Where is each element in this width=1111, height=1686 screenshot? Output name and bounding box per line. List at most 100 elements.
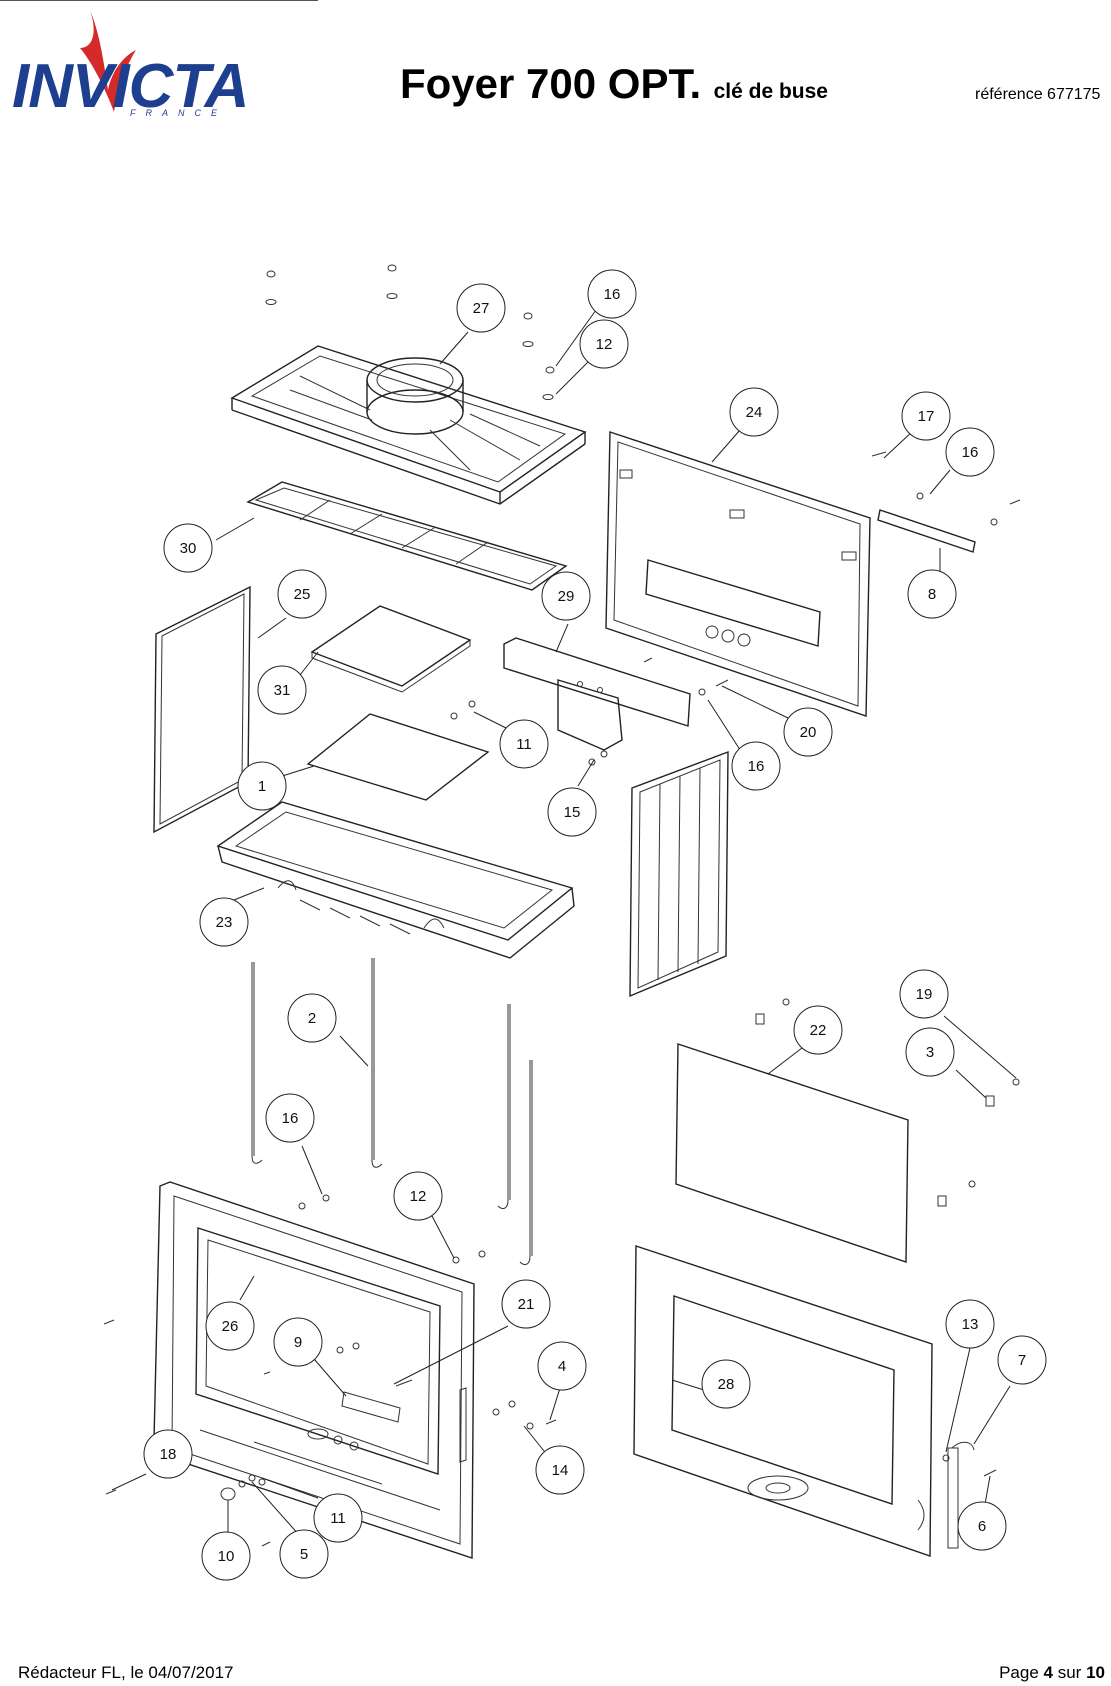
- callout-leaders: [111, 309, 1017, 1537]
- callout-number: 25: [294, 586, 311, 603]
- callout-number: 6: [978, 1518, 986, 1535]
- title-main: Foyer 700 OPT.: [400, 60, 702, 107]
- callout-12: 12: [579, 319, 629, 369]
- callout-circle: [899, 969, 949, 1019]
- part-22-glass: [675, 998, 976, 1263]
- callout-circle: [907, 569, 957, 619]
- callout-21: 21: [501, 1279, 551, 1329]
- callout-number: 13: [962, 1316, 979, 1333]
- callout-31: 31: [257, 665, 307, 715]
- callout-circle: [793, 1005, 843, 1055]
- callout-17: 17: [901, 391, 951, 441]
- callout-16: 16: [731, 741, 781, 791]
- callout-number: 20: [800, 724, 817, 741]
- side-grid-panel: [629, 750, 729, 998]
- callout-number: 4: [558, 1358, 566, 1375]
- callout-number: 19: [916, 986, 933, 1003]
- callout-16: 16: [265, 1093, 315, 1143]
- callout-11: 11: [499, 719, 549, 769]
- callout-circle: [201, 1531, 251, 1581]
- callout-5: 5: [279, 1529, 329, 1579]
- callout-circle: [287, 993, 337, 1043]
- callout-number: 5: [300, 1546, 308, 1563]
- callout-circle: [257, 665, 307, 715]
- page-total: 10: [1086, 1663, 1105, 1682]
- part-1-plate: [306, 713, 490, 801]
- page-mid: sur: [1057, 1663, 1082, 1682]
- part-19-3-clips: [985, 1078, 1020, 1107]
- callout-circle: [731, 741, 781, 791]
- invicta-logo: INVICTA FRANCE: [8, 4, 318, 122]
- part-30-grille: [246, 481, 568, 591]
- callout-number: 16: [962, 444, 979, 461]
- callout-circle: [547, 787, 597, 837]
- callout-3: 3: [905, 1027, 955, 1077]
- callout-11: 11: [313, 1493, 363, 1543]
- callout-10: 10: [201, 1531, 251, 1581]
- callout-circle: [997, 1335, 1047, 1385]
- callout-circle: [501, 1279, 551, 1329]
- callout-number: 29: [558, 588, 575, 605]
- part-27-top-plate: [230, 345, 587, 505]
- callout-number: 12: [410, 1188, 427, 1205]
- callout-circle: [535, 1445, 585, 1495]
- callout-number: 26: [222, 1318, 239, 1335]
- page-current: 4: [1043, 1663, 1053, 1682]
- top-hardware: [265, 264, 555, 400]
- callout-number: 2: [308, 1010, 316, 1027]
- part-28-door: [633, 1245, 933, 1557]
- callout-9: 9: [273, 1317, 323, 1367]
- callout-circle: [163, 523, 213, 573]
- callout-number: 21: [518, 1296, 535, 1313]
- callout-circle: [237, 761, 287, 811]
- callout-number: 10: [218, 1548, 235, 1565]
- callout-19: 19: [899, 969, 949, 1019]
- callout-number: 12: [596, 336, 613, 353]
- callout-circle: [701, 1359, 751, 1409]
- callout-circle: [905, 1027, 955, 1077]
- part-31-plate: [310, 605, 472, 693]
- callout-circle: [499, 719, 549, 769]
- callout-number: 18: [160, 1446, 177, 1463]
- callout-circle: [205, 1301, 255, 1351]
- callout-25: 25: [277, 569, 327, 619]
- callout-circle: [945, 427, 995, 477]
- title-subtitle: clé de buse: [713, 80, 828, 103]
- part-24-back-panel: [605, 431, 871, 717]
- callout-circle: [783, 707, 833, 757]
- callout-number: 31: [274, 682, 291, 699]
- author-line: Rédacteur FL, le 04/07/2017: [18, 1663, 234, 1682]
- part-26-front-frame: [153, 1181, 475, 1559]
- callout-circle: [143, 1429, 193, 1479]
- reference-number: référence 677175: [975, 86, 1101, 103]
- page-prefix: Page: [999, 1663, 1039, 1682]
- callout-number: 27: [473, 300, 490, 317]
- callout-28: 28: [701, 1359, 751, 1409]
- part-23-base-tray: [216, 801, 575, 959]
- callout-circle: [541, 571, 591, 621]
- callout-number: 23: [216, 914, 233, 931]
- callout-number: 14: [552, 1462, 569, 1479]
- callout-number: 8: [928, 586, 936, 603]
- callout-16: 16: [945, 427, 995, 477]
- callout-4: 4: [537, 1341, 587, 1391]
- callout-1: 1: [237, 761, 287, 811]
- callout-circle: [579, 319, 629, 369]
- callout-29: 29: [541, 571, 591, 621]
- callout-number: 30: [180, 540, 197, 557]
- part-29-bracket: [503, 637, 691, 751]
- callout-number: 16: [748, 758, 765, 775]
- callout-number: 16: [604, 286, 621, 303]
- callout-2: 2: [287, 993, 337, 1043]
- top-rule: [0, 0, 318, 1]
- callout-14: 14: [535, 1445, 585, 1495]
- callout-number: 1: [258, 778, 266, 795]
- callout-13: 13: [945, 1299, 995, 1349]
- callout-circle: [277, 569, 327, 619]
- callout-circle: [537, 1341, 587, 1391]
- callout-number: 16: [282, 1110, 299, 1127]
- callout-15: 15: [547, 787, 597, 837]
- callout-23: 23: [199, 897, 249, 947]
